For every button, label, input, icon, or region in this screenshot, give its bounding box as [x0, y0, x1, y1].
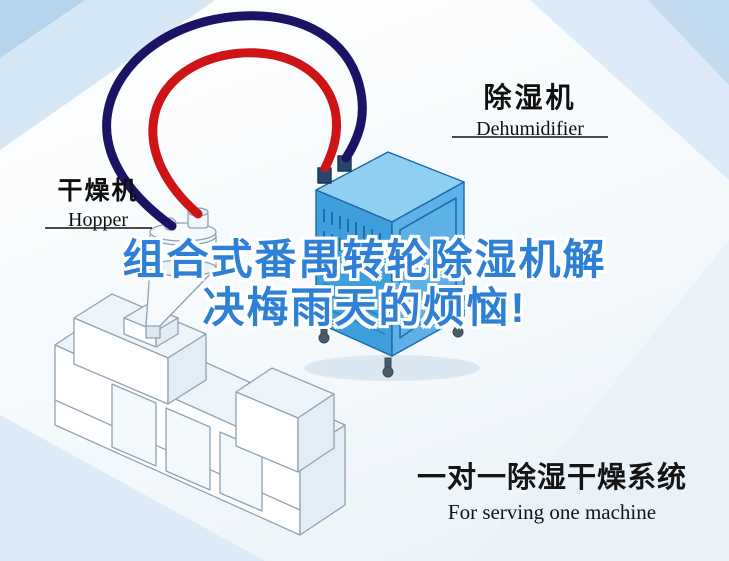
main-title: 组合式番禺转轮除湿机解 决梅雨天的烦恼! — [0, 236, 729, 333]
pipe-red — [148, 48, 342, 219]
hoses — [102, 11, 367, 231]
bg-shape — [530, 0, 729, 180]
dehumidifier-label-cn: 除湿机 — [483, 82, 577, 113]
dehumidifier-shadow — [304, 355, 480, 381]
bg-shape — [648, 0, 729, 85]
pipe-navy — [102, 11, 367, 231]
caption-cn: 一对一除湿干燥系统 — [416, 462, 687, 494]
front-grille — [323, 209, 381, 268]
bg-shape — [470, 240, 729, 561]
caption-en: For serving one machine — [447, 500, 657, 524]
dehumidifier-side-face — [391, 181, 465, 357]
main-title-line1: 组合式番禺转轮除湿机解 — [122, 236, 607, 283]
side-door-panel — [399, 197, 457, 339]
dehumidifier-label: 除湿机 Dehumidifier — [448, 76, 612, 141]
bg-shape — [0, 415, 265, 561]
hopper-label: 干燥机 Hopper — [40, 171, 156, 232]
dehumidifier-graphic — [304, 151, 480, 381]
bg-shape — [0, 0, 85, 58]
hopper-label-en: Hopper — [68, 209, 128, 231]
caption: 一对一除湿干燥系统 For serving one machine — [406, 454, 698, 525]
dehumidifier-label-en: Dehumidifier — [476, 118, 584, 140]
main-title-line2: 决梅雨天的烦恼! — [202, 284, 527, 332]
caster-wheels — [318, 317, 464, 378]
molding-machine-graphic — [54, 293, 346, 536]
hopper-label-cn: 干燥机 — [57, 177, 139, 205]
front-louvers — [322, 282, 386, 335]
